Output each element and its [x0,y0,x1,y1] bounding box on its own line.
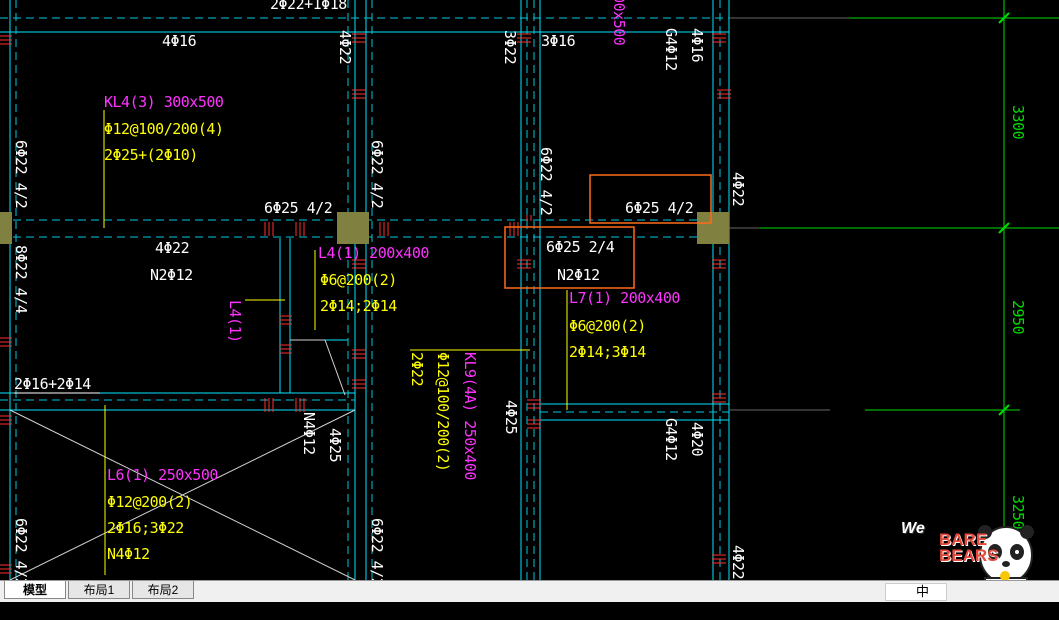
columns [0,212,729,244]
label-h-n2f12-b: N2Φ12 [557,266,600,284]
label-h-6f25-24: 6Φ25 2/4 [546,238,615,256]
dimension-labels: 3300 2950 3250 [1009,105,1027,530]
axis-extensions [729,17,1059,411]
label-kl9-top: 2Φ22 [408,352,426,386]
ime-indicator[interactable]: 中 ☾ [885,583,947,618]
tab-layout1[interactable]: 布局1 [68,581,130,599]
dimension-ticks [998,12,1010,416]
label-l6-bars: 2Φ16;3Φ22 [107,519,184,537]
dimension-2950: 2950 [1009,300,1027,335]
layout-tab-bar: 模型 布局1 布局2 [0,580,1059,602]
label-l4-vert: L4(1) [226,300,244,343]
structural-plan: 2Φ22+1Φ18 4Φ16 4Φ22 3Φ22 3Φ16 G4Φ12 4Φ16… [0,0,1059,580]
cad-drawing-canvas[interactable]: 2Φ22+1Φ18 4Φ16 4Φ22 3Φ22 3Φ16 G4Φ12 4Φ16… [0,0,1059,580]
label-kl4-stirrup: Φ12@100/200(4) [104,120,223,138]
label-h-2f16-2f14: 2Φ16+2Φ14 [14,375,91,393]
label-l4-name: L4(1) 200x400 [318,244,429,262]
dimension-3250: 3250 [1009,495,1027,530]
label-v-300x500: (4) 00x500 [610,0,628,46]
opening-cross [9,339,356,580]
label-kl9-stirrup: Φ12@100/200(2) [434,352,452,471]
label-v-6f22-42-b: 6Φ22 4/2 [368,140,386,208]
label-l6-name: L6(1) 250x500 [107,466,218,484]
label-v-g4f12-b: G4Φ12 [662,418,680,461]
label-v-6f22-42-d: 6Φ22 4/2 [12,518,30,580]
label-v-4f25-a: 4Φ25 [502,400,520,434]
label-kl4-top: 2Φ25+(2Φ10) [104,146,198,164]
logo-text-we: We [901,520,925,537]
label-l7-name: L7(1) 200x400 [569,289,680,307]
label-l7-stirrup: Φ6@200(2) [569,317,646,335]
label-v-3f22: 3Φ22 [501,30,519,64]
dimension-3300: 3300 [1009,105,1027,140]
label-l4-bars: 2Φ14;2Φ14 [320,297,397,315]
label-v-4f22-bot: 4Φ22 [729,545,747,579]
label-v-6f22-42-c: 6Φ22 4/2 [537,147,555,215]
label-v-4f16: 4Φ16 [688,28,706,63]
label-h-6f25-42-a: 6Φ25 4/2 [264,199,332,217]
tab-model[interactable]: 模型 [4,581,66,599]
label-kl9-name: KL9(4A) 250x400 [461,352,479,480]
label-v-4f22-a: 4Φ22 [336,30,354,64]
tab-layout2[interactable]: 布局2 [132,581,194,599]
leader-lines [103,110,568,575]
drawing-labels: 2Φ22+1Φ18 4Φ16 4Φ22 3Φ22 3Φ16 G4Φ12 4Φ16… [12,0,747,580]
dimension-lines [760,0,1059,580]
label-h-6f25-42-b: 6Φ25 4/2 [625,199,693,217]
ime-label: 中 [916,585,930,600]
label-v-4f22-right: 4Φ22 [729,172,747,206]
rebar-ticks [0,33,731,574]
highlight-boxes [504,174,712,289]
label-top-4f16: 4Φ16 [162,32,197,50]
label-v-6f22-42-a: 6Φ22 4/2 [12,140,30,208]
label-h-n2f12-a: N2Φ12 [150,266,193,284]
label-v-4f20: 4Φ20 [688,422,706,457]
label-v-8f22-44: 8Φ22 4/4 [12,245,30,314]
label-top-2f22-1f18: 2Φ22+1Φ18 [270,0,347,13]
label-l7-bars: 2Φ14;3Φ14 [569,343,646,361]
moon-icon: ☾ [920,603,932,618]
label-l6-n4: N4Φ12 [107,545,150,563]
label-top-3f16: 3Φ16 [541,32,576,50]
label-v-6f22-42-e: 6Φ22 4/2 [368,518,386,580]
label-l4-stirrup: Φ6@200(2) [320,271,397,289]
label-v-n4f12: N4Φ12 [300,412,318,455]
label-h-4f22: 4Φ22 [155,239,189,257]
label-v-4f25-b: 4Φ25 [326,428,344,462]
label-v-g4f12-top: G4Φ12 [662,28,680,71]
label-kl4-name: KL4(3) 300x500 [104,93,224,111]
label-l6-stirrup: Φ12@200(2) [107,493,192,511]
logo-text-bare-bears: BARE BEARS [939,530,999,565]
